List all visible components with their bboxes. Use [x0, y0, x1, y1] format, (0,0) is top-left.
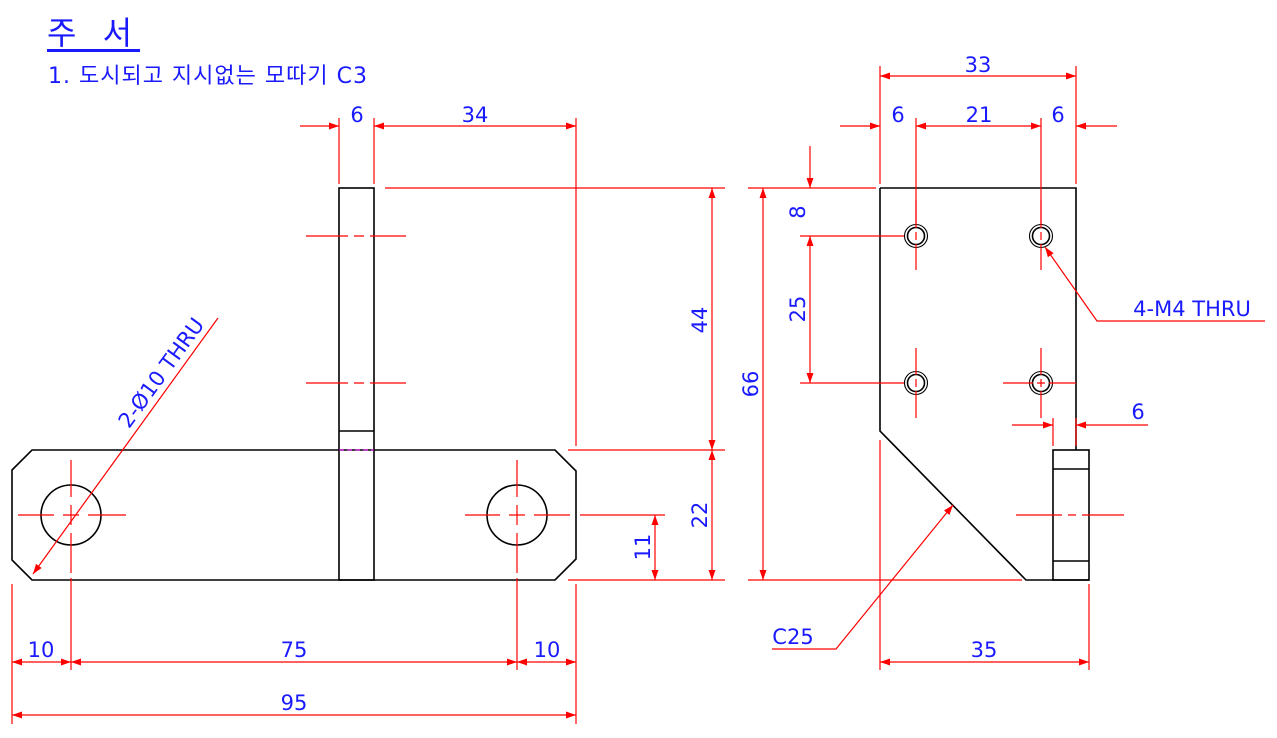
- side-view: [879, 187, 1090, 581]
- dim-text-side-left-edge: 6: [891, 103, 904, 127]
- dim-text-side-hole-pitch-v: 25: [786, 296, 810, 323]
- dim-text-base-thickness: 6: [1131, 400, 1144, 424]
- leader-tapped-holes: [1044, 246, 1265, 322]
- dim-text-side-width-top: 33: [965, 53, 992, 77]
- dim-text-hole-pitch: 75: [281, 638, 308, 662]
- dim-text-edge-right: 10: [534, 638, 561, 662]
- dim-text-side-total-height: 66: [739, 371, 763, 398]
- dim-text-upright-offset: 34: [462, 103, 489, 127]
- side-centerlines: [915, 200, 1124, 516]
- front-base-plate: [11, 449, 577, 581]
- dim-text-hole-center-height: 11: [631, 534, 655, 561]
- callout-tapped-holes: 4-M4 THRU: [1133, 297, 1251, 321]
- notes-item-1: 1. 도시되고 지시없는 모따기 C3: [48, 64, 368, 89]
- dim-text-side-hole-pitch-h: 21: [966, 103, 993, 127]
- side-extension-lines: [748, 66, 1090, 670]
- front-centerlines: [18, 235, 570, 573]
- dim-text-upright-thickness: 6: [350, 103, 363, 127]
- dim-text-side-right-edge: 6: [1051, 103, 1064, 127]
- front-upright-plate: [338, 187, 375, 581]
- front-dimension-text: 6 34 44 22 11 10 75 10 95 2-Ø10 THRU: [28, 103, 712, 715]
- dim-text-upright-height: 44: [688, 307, 712, 334]
- front-view: [11, 187, 577, 581]
- dim-text-side-base-width: 35: [971, 638, 998, 662]
- leader-chamfer: [772, 504, 954, 650]
- dim-text-side-top-offset: 8: [786, 205, 810, 218]
- side-dimension-lines: [759, 72, 1265, 666]
- leader-thru-holes: [32, 317, 219, 575]
- dim-text-base-height: 22: [688, 502, 712, 529]
- notes-title: 주 서: [47, 14, 141, 52]
- side-dimension-text: 33 6 21 6 8 25 66 6 35 4-M4 THRU C25: [739, 53, 1251, 662]
- front-dimension-lines: [12, 122, 716, 719]
- dim-text-total-width: 95: [281, 691, 308, 715]
- callout-chamfer: C25: [772, 625, 813, 649]
- callout-thru-holes: 2-Ø10 THRU: [114, 313, 210, 432]
- dim-text-edge-left: 10: [28, 638, 55, 662]
